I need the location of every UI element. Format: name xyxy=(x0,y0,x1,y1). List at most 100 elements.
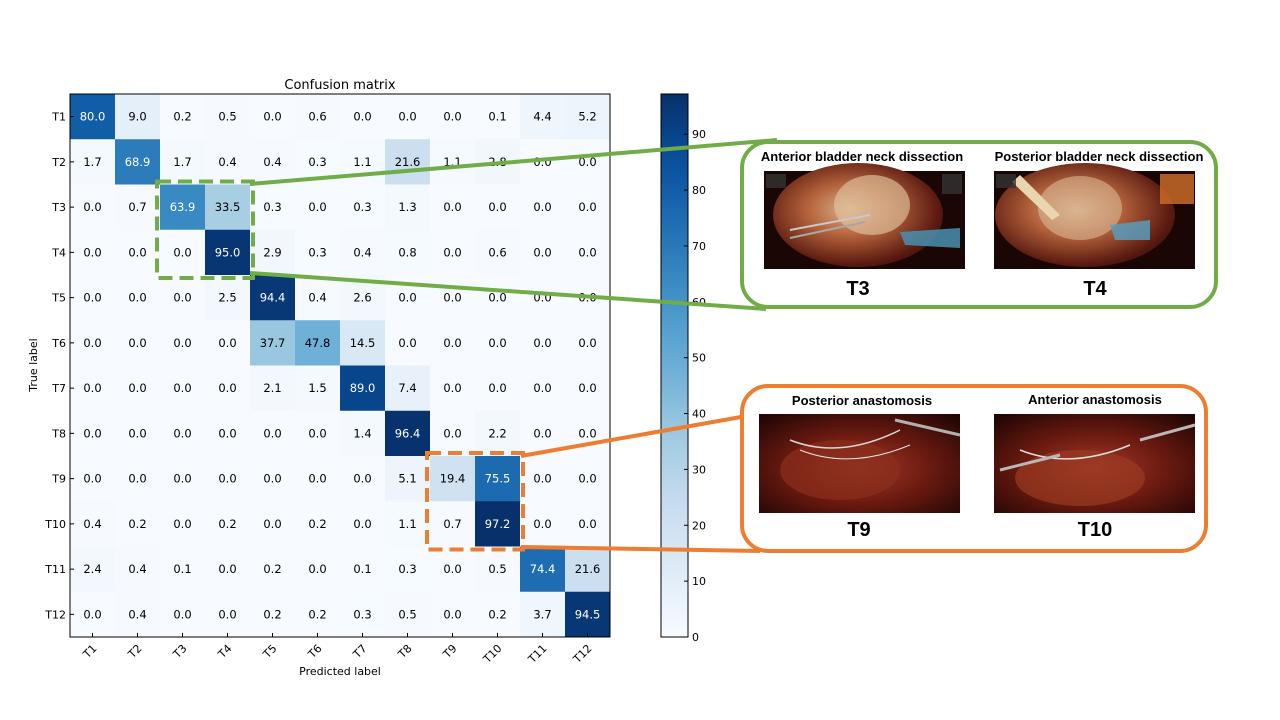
y-tick-label: T3 xyxy=(51,201,66,214)
heatmap-cell-value: 21.6 xyxy=(395,155,421,169)
heatmap-cell-value: 0.0 xyxy=(533,381,551,395)
heatmap-cell-value: 0.0 xyxy=(533,426,551,440)
heatmap-cell xyxy=(205,275,251,321)
heatmap-cell-value: 37.7 xyxy=(260,336,286,350)
heatmap-cell-value: 0.0 xyxy=(128,245,146,259)
y-tick-label: T8 xyxy=(51,427,66,440)
heatmap-cell xyxy=(250,229,296,276)
heatmap-cell-value: 97.2 xyxy=(485,517,511,531)
heatmap-cell-value: 0.2 xyxy=(308,607,326,621)
heatmap-cell-value: 0.3 xyxy=(353,200,371,214)
heatmap-cell-value: 0.4 xyxy=(308,291,326,305)
heatmap-cell-value: 0.2 xyxy=(263,562,281,576)
heatmap-cell-value: 0.0 xyxy=(173,381,191,395)
heatmap-cell xyxy=(565,591,611,638)
heatmap-cell-value: 0.0 xyxy=(218,562,236,576)
heatmap-cell-value: 0.0 xyxy=(83,245,101,259)
heatmap-cell-value: 33.5 xyxy=(215,200,241,214)
heatmap-cell-value: 9.0 xyxy=(128,110,146,124)
heatmap-cell xyxy=(520,229,566,276)
heatmap-cell xyxy=(160,501,206,547)
heatmap-cell-value: 2.2 xyxy=(488,426,506,440)
heatmap-cell xyxy=(205,184,251,231)
heatmap-cell-value: 2.5 xyxy=(218,291,236,305)
panel-caption-t3: Anterior bladder neck dissection xyxy=(761,149,963,164)
heatmap-cell-value: 1.5 xyxy=(308,381,326,395)
heatmap-cell xyxy=(340,365,386,412)
heatmap-cell-value: 0.0 xyxy=(128,291,146,305)
surgical-image-t3 xyxy=(764,163,965,269)
heatmap-cell xyxy=(475,275,521,321)
heatmap-cell xyxy=(205,94,251,140)
x-tick-label: T11 xyxy=(525,642,550,667)
heatmap-cell-value: 2.6 xyxy=(353,291,371,305)
heatmap-cell xyxy=(385,546,431,593)
heatmap-cell xyxy=(70,501,116,547)
heatmap-cell-value: 0.7 xyxy=(443,517,461,531)
x-tick-label: T12 xyxy=(570,642,595,667)
heatmap-cell xyxy=(160,456,206,502)
heatmap-cell-value: 0.0 xyxy=(443,562,461,576)
colorbar-gradient xyxy=(661,94,688,637)
heatmap-cell xyxy=(160,139,206,185)
heatmap-cell-value: 0.0 xyxy=(533,200,551,214)
heatmap-cell xyxy=(160,591,206,638)
heatmap-cell-value: 0.2 xyxy=(128,517,146,531)
heatmap-cell-value: 0.2 xyxy=(308,517,326,531)
heatmap-cell-value: 1.7 xyxy=(173,155,191,169)
heatmap-cell-value: 0.0 xyxy=(533,336,551,350)
heatmap-cell-value: 0.0 xyxy=(353,517,371,531)
heatmap-cell xyxy=(565,501,611,547)
heatmap-cell-value: 0.0 xyxy=(218,336,236,350)
heatmap-cell-value: 0.0 xyxy=(578,472,596,486)
heatmap-cell xyxy=(250,320,296,366)
colorbar-tick-label: 90 xyxy=(692,128,706,141)
heatmap-cell xyxy=(565,320,611,366)
heatmap-cell-value: 0.0 xyxy=(218,607,236,621)
heatmap-cell-value: 0.0 xyxy=(83,381,101,395)
heatmap-cell xyxy=(385,410,431,457)
heatmap-cell-value: 0.0 xyxy=(128,336,146,350)
heatmap-cell-value: 0.2 xyxy=(173,110,191,124)
heatmap-cell xyxy=(475,365,521,412)
colorbar-tick-label: 30 xyxy=(692,463,706,476)
heatmap-cell xyxy=(430,410,476,457)
heatmap-cell-value: 0.0 xyxy=(398,291,416,305)
orange-connector-bottom xyxy=(520,545,761,553)
heatmap-cell-value: 80.0 xyxy=(80,110,106,124)
heatmap-cell xyxy=(565,546,611,593)
heatmap-cell xyxy=(70,365,116,412)
heatmap-cell-value: 0.0 xyxy=(443,381,461,395)
heatmap-cell-value: 5.1 xyxy=(398,472,416,486)
panel-caption-t4: Posterior bladder neck dissection xyxy=(995,149,1204,164)
heatmap-cell xyxy=(430,94,476,140)
orange-connector-top xyxy=(520,415,742,458)
green-panel: Anterior bladder neck dissection Posteri… xyxy=(740,140,1218,309)
heatmap-cell-value: 0.0 xyxy=(83,291,101,305)
heatmap-cell-value: 0.0 xyxy=(83,200,101,214)
heatmap-cell xyxy=(160,365,206,412)
surgical-image-t9 xyxy=(759,414,961,513)
heatmap-cell-value: 0.4 xyxy=(83,517,101,531)
heatmap-cell xyxy=(430,139,476,185)
heatmap-cell-value: 0.0 xyxy=(578,426,596,440)
heatmap-cell xyxy=(340,94,386,140)
heatmap-cell xyxy=(520,184,566,231)
heatmap-cell xyxy=(250,591,296,638)
heatmap-cell-value: 0.0 xyxy=(173,607,191,621)
colorbar-frame xyxy=(660,93,689,638)
orange-panel: Posterior anastomosis Anterior anastomos… xyxy=(740,384,1208,553)
heatmap-cell-value: 0.0 xyxy=(353,472,371,486)
heatmap-cell xyxy=(520,94,566,140)
heatmap-cell-value: 0.0 xyxy=(578,200,596,214)
heatmap-cell-value: 0.0 xyxy=(263,517,281,531)
heatmap-cell-value: 1.4 xyxy=(353,426,371,440)
heatmap-cell xyxy=(205,229,251,276)
heatmap-cell-value: 68.9 xyxy=(125,155,151,169)
heatmap-cell xyxy=(475,229,521,276)
heatmap-cell-value: 0.0 xyxy=(443,291,461,305)
heatmap-cell-value: 0.5 xyxy=(488,562,506,576)
chart-title: Confusion matrix xyxy=(284,78,395,93)
heatmap-cell xyxy=(430,501,476,547)
